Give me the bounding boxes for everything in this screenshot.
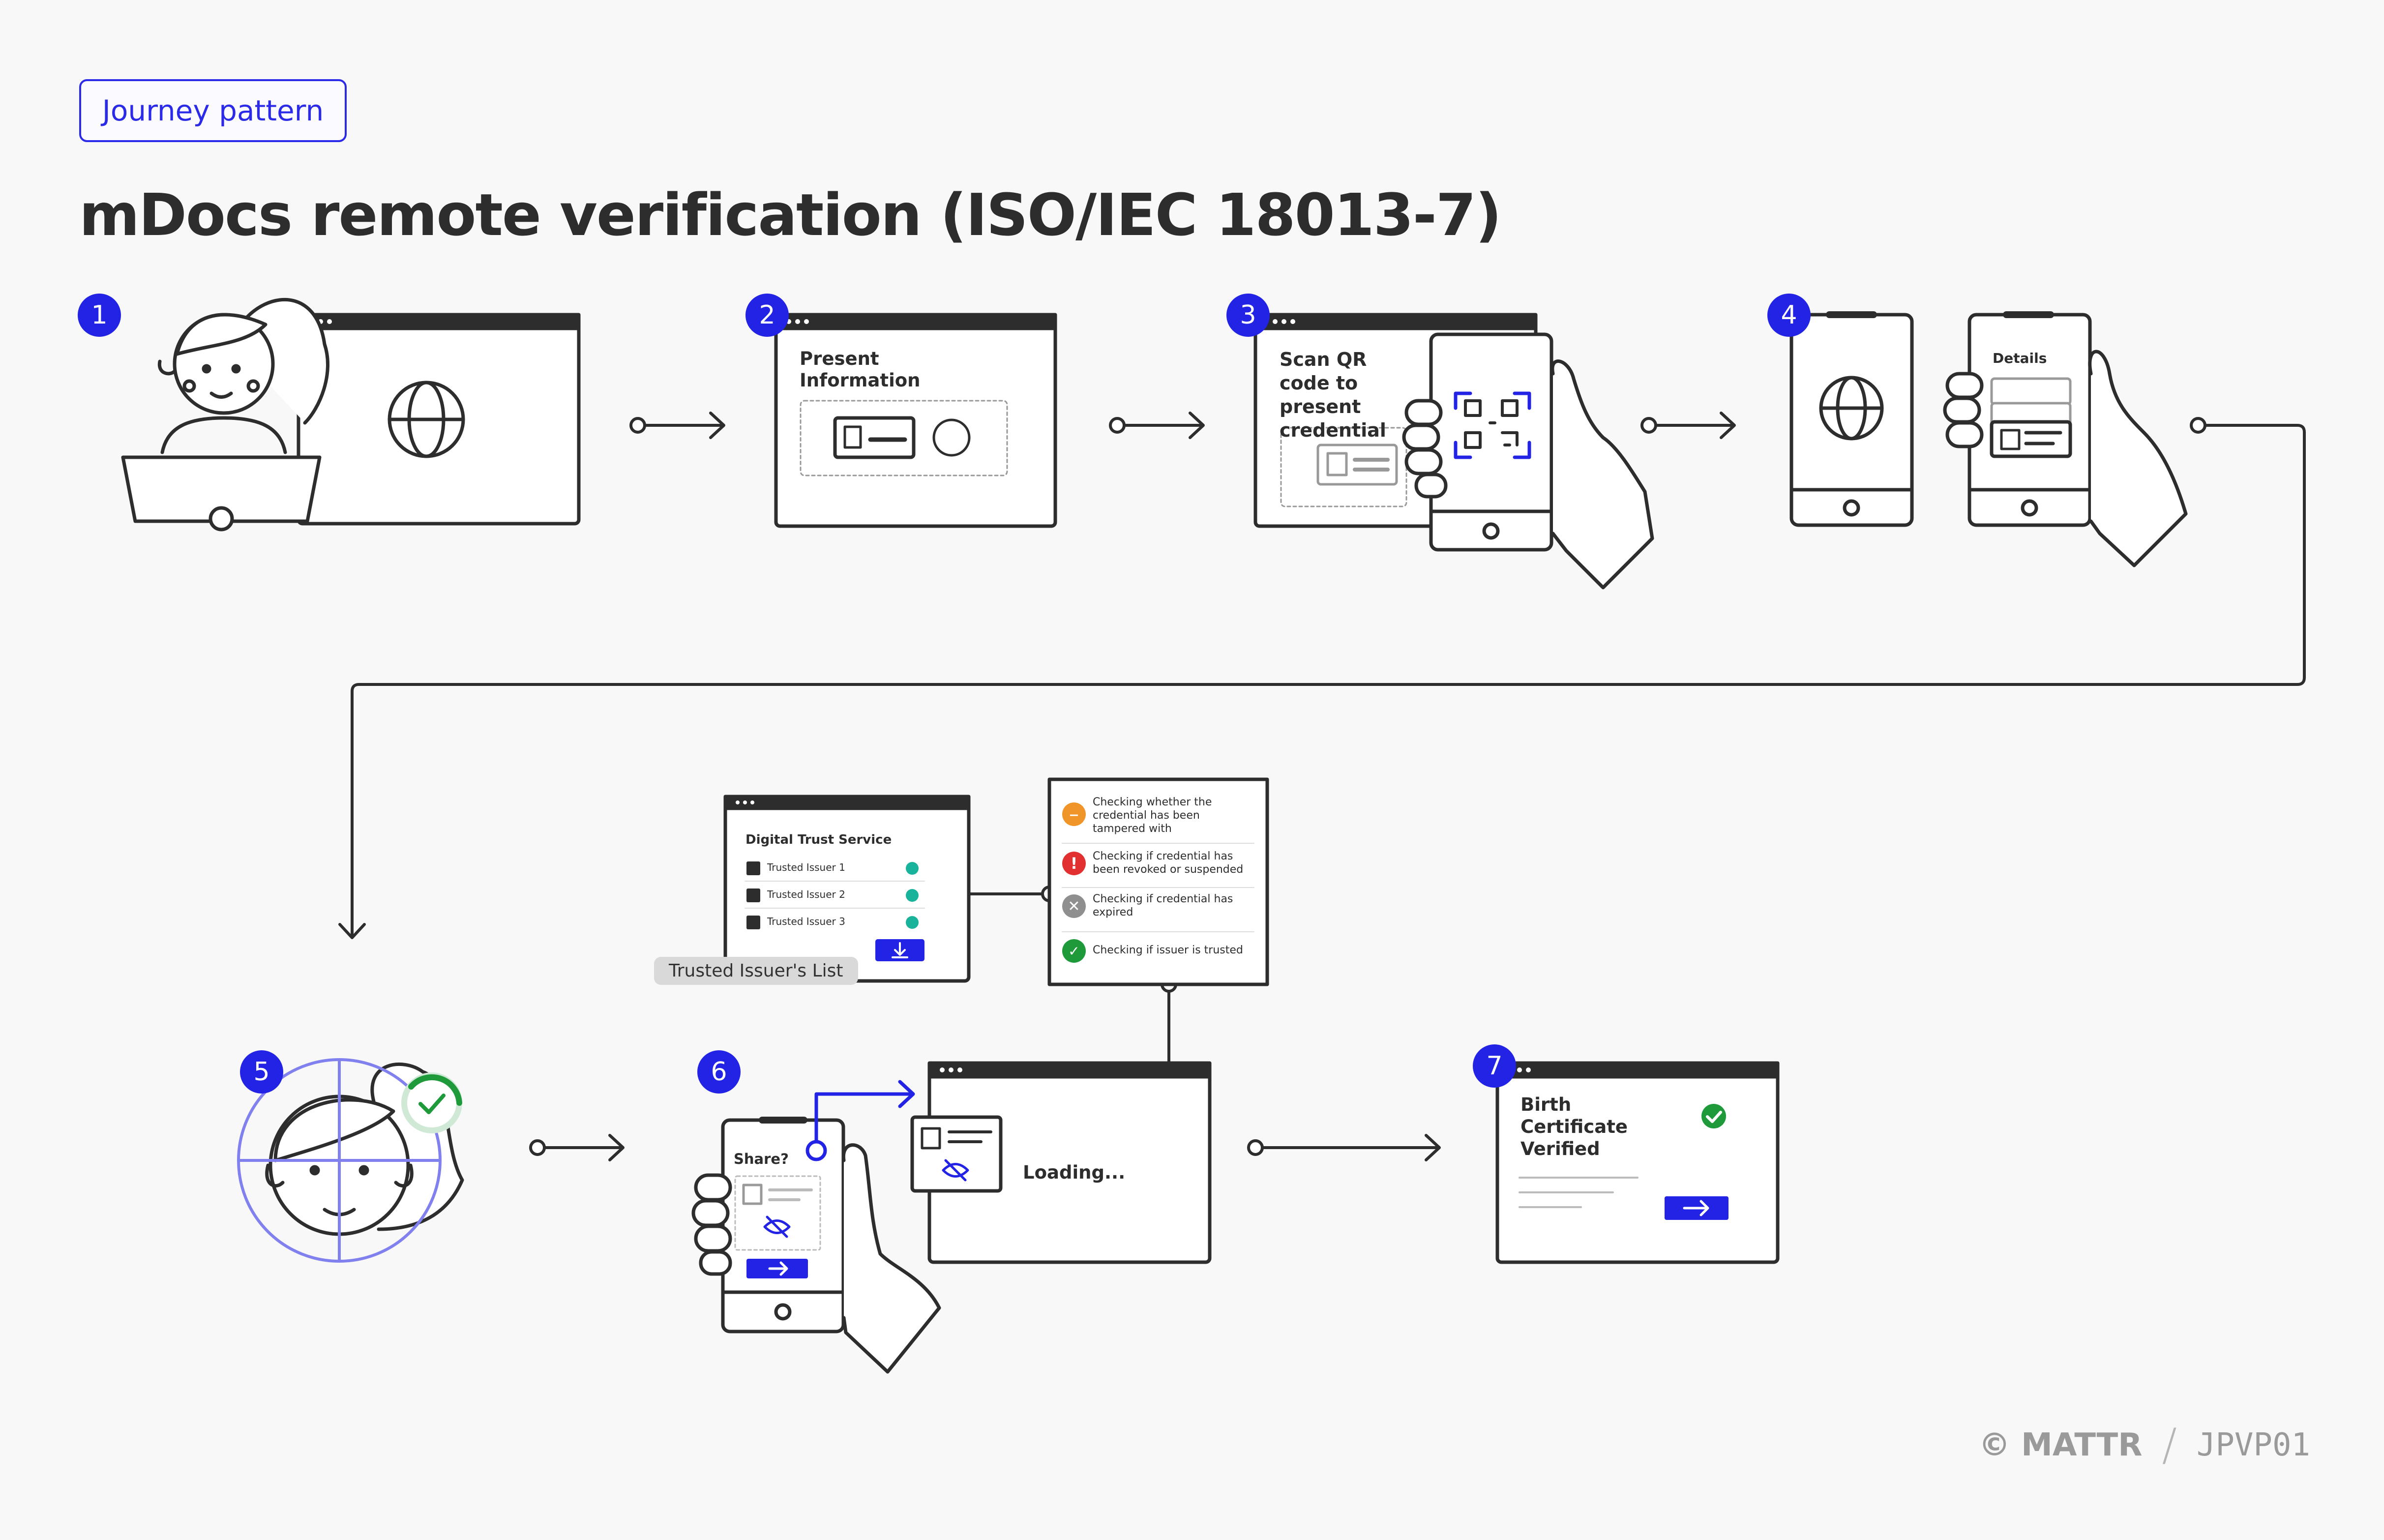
trust-service-title: Digital Trust Service (745, 832, 892, 847)
globe-icon (387, 381, 465, 458)
step-badge-7: 7 (1473, 1044, 1516, 1088)
footer: © MATTR / JPVP01 (1979, 1419, 2310, 1471)
alert-icon: ! (1062, 852, 1086, 875)
step7-screen-text: Birth Certificate Verified (1520, 1094, 1628, 1159)
step2-screen-text: Present Information (800, 348, 921, 391)
check-text: Checking if credential has been revoked … (1093, 850, 1244, 876)
step-badge-3: 3 (1226, 294, 1270, 337)
trust-service-window (723, 795, 971, 983)
globe-icon-2 (1819, 376, 1884, 441)
step-badge-6: 6 (697, 1050, 741, 1094)
page-title: mDocs remote verification (ISO/IEC 18013… (79, 181, 1502, 249)
brand-name: © MATTR (1978, 1426, 2143, 1463)
step2-illustration (774, 313, 1057, 528)
eye-slash-icon (763, 1215, 791, 1238)
step6-share-label: Share? (734, 1151, 789, 1167)
check-icon: ✓ (1062, 939, 1086, 963)
pending-icon: – (1062, 802, 1086, 826)
step-badge-5: 5 (240, 1050, 283, 1094)
loading-label: Loading... (1023, 1162, 1126, 1183)
step4-illustration (1789, 311, 2188, 567)
step3-screen-text: Scan QR code to present credential (1280, 349, 1386, 441)
step-badge-2: 2 (745, 294, 789, 337)
step-badge-4: 4 (1767, 294, 1811, 337)
step7-illustration (1495, 1061, 1780, 1264)
footer-separator: / (2162, 1419, 2177, 1471)
connectors (338, 412, 2306, 1161)
trusted-issuer-3: Trusted Issuer 3 (767, 916, 845, 927)
check-text: Checking if issuer is trusted (1093, 944, 1243, 956)
trusted-issuer-2: Trusted Issuer 2 (767, 888, 845, 900)
step5-illustration (237, 1058, 464, 1263)
diagram-code: JPVP01 (2196, 1426, 2310, 1463)
trusted-issuer-1: Trusted Issuer 1 (767, 861, 845, 873)
check-text: Checking whether the credential has been… (1093, 796, 1212, 835)
step4-screen-text: Details (1993, 350, 2047, 366)
step1-illustration (121, 297, 581, 532)
trusted-issuers-list-label: Trusted Issuer's List (654, 957, 858, 985)
step-badge-1: 1 (78, 294, 121, 337)
check-text: Checking if credential has expired (1093, 893, 1233, 918)
close-icon: ✕ (1062, 894, 1086, 918)
step6-illustration (691, 1061, 1212, 1374)
journey-pattern-tag: Journey pattern (79, 79, 347, 142)
step3-illustration (1253, 313, 1654, 590)
